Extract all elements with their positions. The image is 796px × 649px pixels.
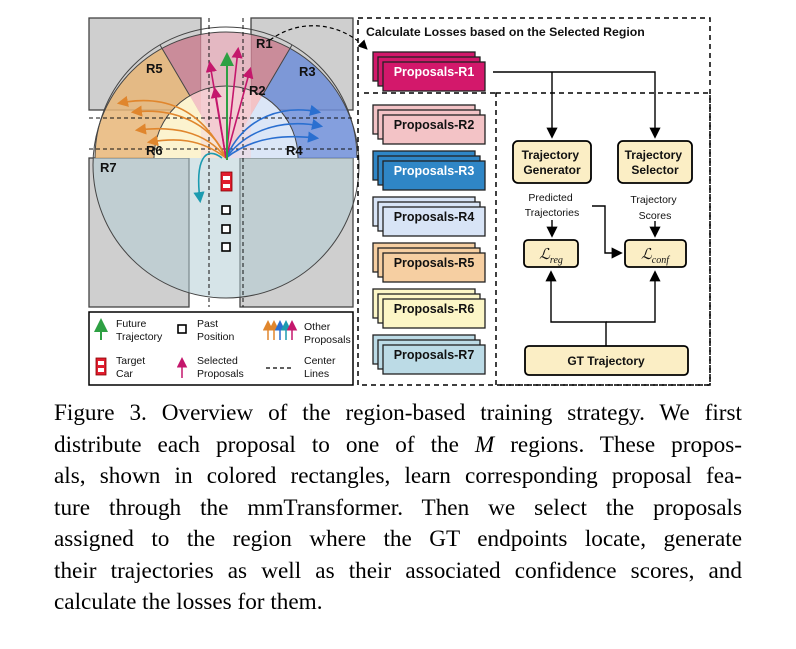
scene-map: R1 R2 R3 R4 R5 R6 R7 [88,17,368,308]
proposal-stacks: Proposals-R1Proposals-R2Proposals-R3Prop… [372,51,486,375]
legend-selected-proposals-label-line-2: Proposals [197,368,244,380]
loss-panel: Calculate Losses based on the Selected R… [357,17,711,386]
proposal-label-1: Proposals-R1 [394,65,475,79]
trajectory-generator-box [512,140,592,184]
panel-title: Calculate Losses based on the Selected R… [366,25,645,39]
cyan-proposal [193,152,223,204]
legend-future-trajectory-label-line-2: Trajectory [116,331,163,343]
proposal-card-3-3 [382,160,486,191]
caption-line-1: Figure 3. Overview of the region-based t… [54,400,742,426]
trajectory-selector-box [617,140,693,184]
figure-caption: Figure 3. Overview of the region-based t… [54,398,742,619]
proposal-stack-1: Proposals-R1 [372,51,486,92]
l-reg-box [523,239,579,268]
proposal-card-1-3 [382,61,486,92]
predicted-trajectories-label-line-2: Trajectories [525,207,579,219]
svg-text:Trajectory Scores: Trajectory Scores [630,194,679,222]
l-conf-symbol: ℒ [641,247,653,263]
legend-target-car-icon [95,357,107,376]
region-label-r1: R1 [256,36,273,51]
legend-past-position-icon [177,324,187,334]
legend-selected-proposals-label: Selected [197,355,238,367]
l-reg-subscript: reg [550,255,563,266]
center-lines [89,18,353,307]
proposal-stack-4: Proposals-R4 [372,196,486,237]
legend-other-proposals-label-line-2: Proposals [304,334,351,346]
caption-line-3: als, shown in colored rectangles, learn … [54,463,742,489]
target-car-icon [220,171,233,192]
trajectory-scores-label: Trajectory [630,194,677,206]
region-to-panel-arrow [269,25,368,50]
trajectory-generator-label-line-2: Generator [523,163,581,177]
caption-line-5: assigned to the region where the GT endp… [54,526,742,552]
legend-center-lines-label-line-2: Lines [304,368,329,380]
l-conf-subscript: conf [652,255,670,266]
region-label-r7: R7 [100,160,117,175]
trajectory-selector-label-line-2: Selector [631,163,679,177]
predicted-trajectories-label: Predicted [528,192,573,204]
gt-trajectory-label: GT Trajectory [567,354,645,368]
proposal-label-5: Proposals-R5 [394,256,475,270]
connector-arrows [493,71,661,346]
l-conf-box [624,239,687,268]
orange-proposals [116,95,227,159]
proposal-card-7-3 [382,344,486,375]
proposal-stack-5: Proposals-R5 [372,242,486,283]
proposal-card-5-3 [382,252,486,283]
proposal-stack-6: Proposals-R6 [372,288,486,329]
legend-other-proposals-label: Other [304,321,331,333]
svg-text:ℒreg: ℒreg [539,247,563,266]
trajectory-selector-label: Trajectory [625,148,683,162]
caption-line-7: calculate the losses for them. [54,589,323,615]
proposal-label-2: Proposals-R2 [394,118,475,132]
region-outer-circle [92,31,360,299]
svg-text:ℒconf: ℒconf [641,247,670,266]
legend-future-trajectory-label: Future [116,318,147,330]
proposal-label-6: Proposals-R6 [394,302,475,316]
legend-target-car-label: Target [116,355,145,367]
caption-line-6: their trajectories as well as their asso… [54,557,742,584]
caption-line-4: ture through the mmTransformer. Then we … [54,494,742,521]
trajectory-generator-label: Trajectory [522,148,580,162]
proposal-label-4: Proposals-R4 [394,210,475,224]
svg-text:Trajectory Selector: Trajectory Selector [625,148,686,177]
proposal-card-6-3 [382,298,486,329]
region-label-r2: R2 [249,83,266,98]
legend-target-car-label-line-2: Car [116,368,133,380]
trajectory-scores-label-line-2: Scores [639,210,672,222]
legend-past-position-label-line-2: Position [197,331,235,343]
legend-other-proposals-icon [262,320,298,340]
legend-past-position-label: Past [197,318,218,330]
past-positions [221,205,231,252]
legend-center-lines-label: Center [304,355,336,367]
proposal-card-4-3 [382,206,486,237]
region-label-r4: R4 [286,143,303,158]
proposal-label-7: Proposals-R7 [394,348,475,362]
proposal-card-2-3 [382,114,486,145]
proposal-stack-2: Proposals-R2 [372,104,486,145]
proposal-label-3: Proposals-R3 [394,164,475,178]
region-label-r6: R6 [146,143,163,158]
proposal-stack-7: Proposals-R7 [372,334,486,375]
l-reg-symbol: ℒ [539,247,551,263]
svg-text:Predicted Trajectories: Predicted Trajectories [525,192,579,219]
proposal-stack-3: Proposals-R3 [372,150,486,191]
region-label-r5: R5 [146,61,163,76]
caption-line-2: distribute each proposal to one of the M… [54,431,742,458]
svg-text:Trajectory Generator: Trajectory Generator [522,148,583,177]
region-label-r3: R3 [299,64,316,79]
processing-boxes: Trajectory Generator Trajectory Selector… [512,140,693,376]
blue-proposals [225,104,324,159]
